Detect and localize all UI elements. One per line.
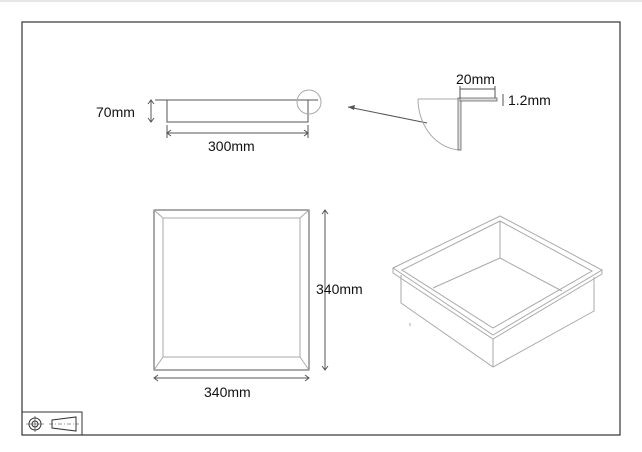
projection-circle-icon [26,416,44,432]
detail-view: 20mm 1.2mm [417,71,551,151]
leader-arrowhead [348,105,355,110]
title-block [21,411,83,436]
side-view: 70mm 300mm [96,89,322,154]
detail-circle [296,89,322,115]
detail-leader-line [347,106,428,124]
iso-inner-rim [400,220,594,329]
plan-width-label: 340mm [204,384,251,400]
iso-outer-rim [391,215,604,336]
height-arrows [147,99,155,123]
detail-wall [457,97,462,151]
side-body [166,100,309,123]
projection-cone-icon [49,416,79,432]
side-height-label: 70mm [96,104,135,120]
flange-label: 20mm [456,71,495,87]
detail-flange [459,97,498,102]
arrows [153,374,310,382]
drawing-frame [21,21,621,436]
plan-view: 340mm 340mm [153,209,363,400]
plan-outer [153,209,310,371]
iso-floor-edges [432,221,501,289]
iso-outer-walls [400,275,595,368]
plan-corners [153,209,310,371]
side-width-label: 300mm [208,138,255,154]
width-arrows [166,129,309,137]
detail-quarter-section [417,98,461,151]
arrows [321,209,329,371]
plan-height-label: 340mm [316,281,363,297]
isometric-view [391,215,604,368]
thickness-label: 1.2mm [508,92,551,108]
title-block-frame [21,411,83,436]
plan-inner [162,217,301,358]
